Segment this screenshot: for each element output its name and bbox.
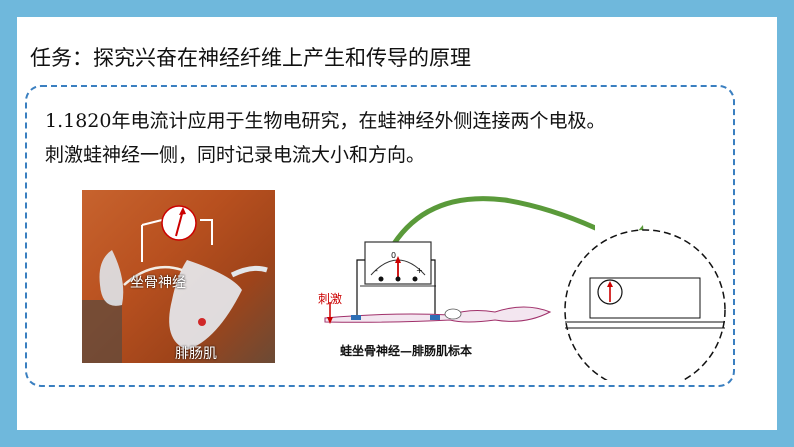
paragraph-line-1: 1.1820年电流计应用于生物电研究，在蛙神经外侧连接两个电极。 <box>45 110 606 132</box>
stimulus-label: 刺激 <box>318 292 343 306</box>
description-paragraph: 1.1820年电流计应用于生物电研究，在蛙神经外侧连接两个电极。 刺激蛙神经一侧… <box>45 104 735 172</box>
meter-minus-label: - <box>375 266 378 275</box>
meter-plus-label: + <box>416 266 423 275</box>
page-title: 任务：探究兴奋在神经纤维上产生和传导的原理 <box>30 46 471 70</box>
paragraph-line-2: 刺激蛙神经一侧，同时记录电流大小和方向。 <box>45 144 426 166</box>
specimen-photo: 坐骨神经 腓肠肌 <box>82 190 275 363</box>
label-gastrocnemius: 腓肠肌 <box>175 346 217 362</box>
schematic-diagram <box>324 196 595 324</box>
diagram-caption: 蛙坐骨神经—腓肠肌标本 <box>340 344 473 358</box>
label-sciatic-nerve: 坐骨神经 <box>130 275 186 291</box>
zoom-detail <box>564 225 726 380</box>
content-card <box>25 85 735 387</box>
meter-zero-label: 0 <box>391 251 397 260</box>
